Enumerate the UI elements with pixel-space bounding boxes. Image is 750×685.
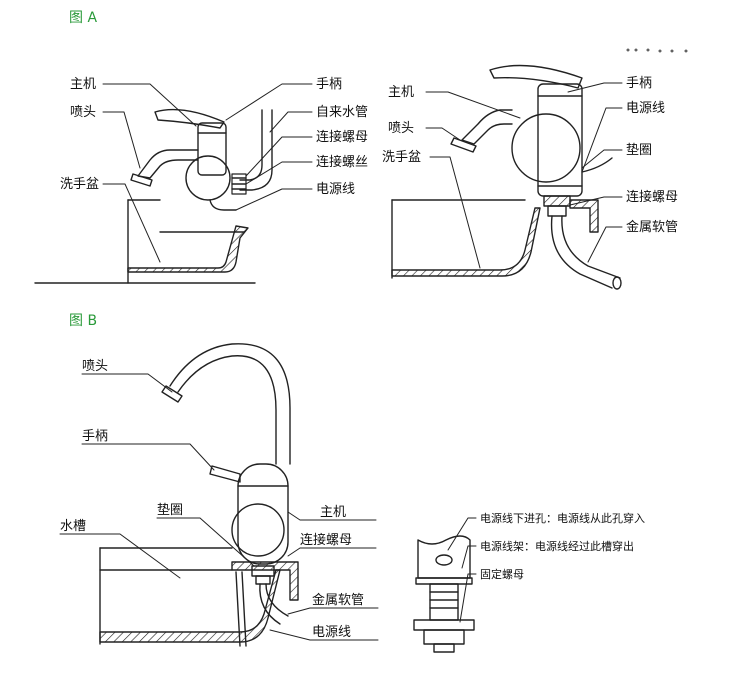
figure-a-right-drawing (391, 48, 688, 290)
figure-b-title: 图 B (69, 313, 97, 329)
a-left-label-inlet: 自来水管 (316, 105, 368, 120)
figure-a-title: 图 A (69, 10, 97, 26)
detail-bracket-drawing (413, 535, 475, 653)
a-right-label-washer: 垫圈 (626, 142, 652, 158)
a-left-label-power: 电源线 (316, 182, 355, 197)
a-left-label-spout: 喷头 (70, 105, 96, 120)
a-right-label-hose: 金属软管 (626, 219, 678, 235)
b-label-washer: 垫圈 (157, 502, 183, 518)
b-label-host: 主机 (320, 505, 346, 520)
b-label-power: 电源线 (312, 625, 351, 640)
a-right-label-spout: 喷头 (388, 121, 414, 136)
b-label-spout: 喷头 (82, 359, 108, 374)
a-left-label-screw: 连接螺丝 (316, 154, 368, 170)
a-left-label-basin: 洗手盆 (60, 177, 99, 192)
b-label-nut: 连接螺母 (300, 532, 352, 548)
detail-label-fix-nut: 固定螺母 (480, 567, 524, 581)
figure-b-drawing (99, 343, 299, 647)
a-right-label-host: 主机 (388, 85, 414, 100)
a-right-label-basin: 洗手盆 (382, 150, 421, 165)
a-right-label-handle: 手柄 (626, 76, 652, 91)
a-right-label-power: 电源线 (626, 101, 665, 116)
figure-a-left-drawing (34, 108, 273, 284)
a-left-label-host: 主机 (70, 77, 96, 92)
a-left-label-handle: 手柄 (316, 77, 342, 92)
b-label-sink: 水槽 (60, 519, 86, 534)
figure-b-leaders (59, 373, 379, 641)
figure-a-right-leaders (425, 82, 623, 269)
a-left-label-nut: 连接螺母 (316, 129, 368, 145)
b-label-hose: 金属软管 (312, 592, 364, 608)
b-label-handle: 手柄 (82, 429, 108, 444)
a-right-label-nut: 连接螺母 (626, 189, 678, 205)
detail-label-bracket: 电源线架：电源线经过此槽穿出 (480, 539, 634, 553)
detail-leaders (447, 517, 477, 623)
figure-a-left-leaders (102, 83, 313, 263)
detail-label-hole: 电源线下进孔：电源线从此孔穿入 (480, 511, 645, 525)
